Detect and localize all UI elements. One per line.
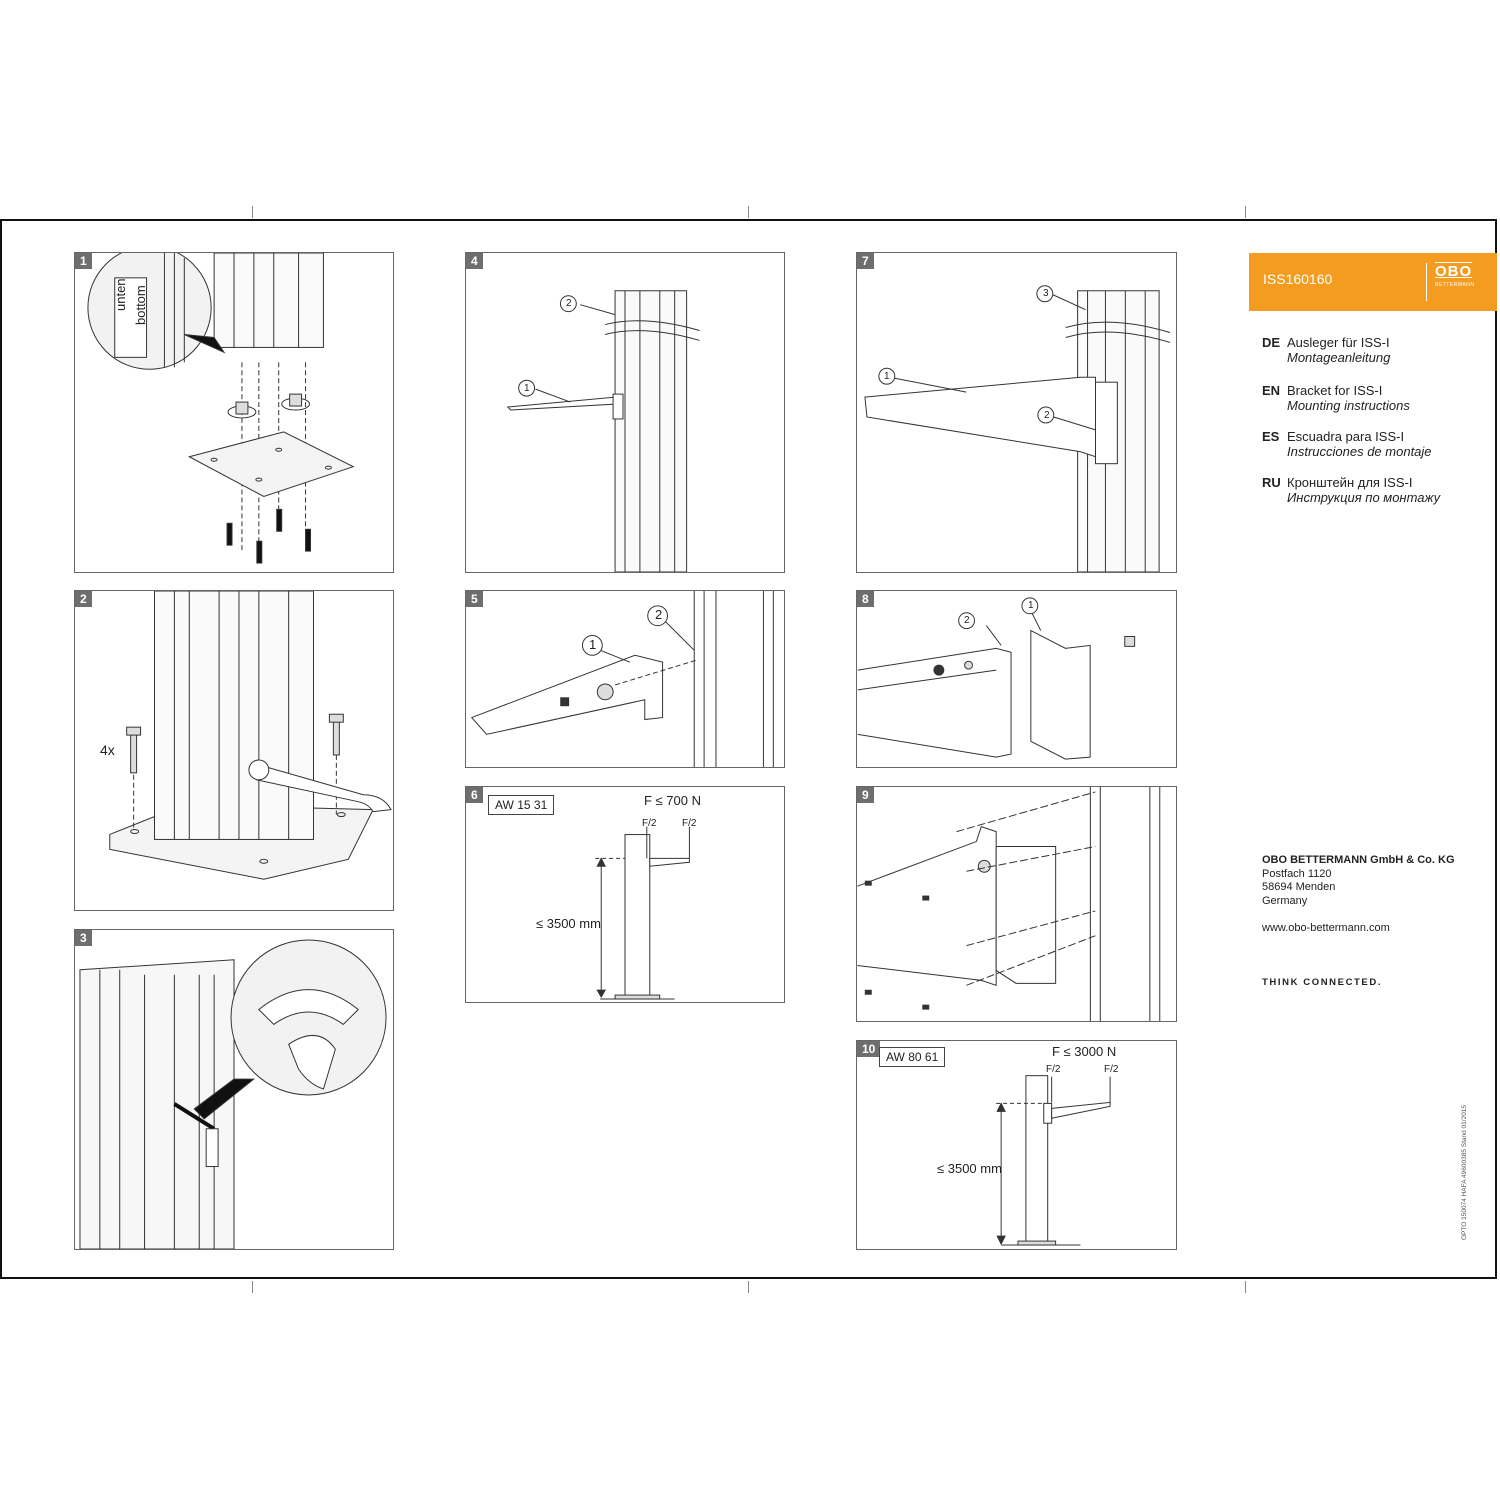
lang-subtitle: Mounting instructions: [1287, 398, 1410, 413]
lang-title: Escuadra para ISS-I: [1287, 429, 1405, 444]
lang-code: EN: [1262, 383, 1281, 398]
label-bottom: bottom: [133, 285, 148, 325]
force-label: F ≤ 700 N: [644, 793, 701, 808]
lang-subtitle: Instrucciones de montaje: [1287, 444, 1432, 459]
half-force-left: F/2: [1046, 1064, 1061, 1075]
half-force-left: F/2: [642, 818, 657, 829]
lang-title: Ausleger für ISS-I: [1287, 335, 1390, 350]
callout-3: 3: [1043, 288, 1049, 299]
step-number: 3: [75, 930, 92, 946]
lang-code: DE: [1262, 335, 1281, 350]
product-code: ISS160160: [1263, 271, 1333, 287]
step-8-panel: 8 2 1: [856, 590, 1177, 768]
step-4-panel: 4 2 1: [465, 252, 785, 573]
step-8-illustration: [857, 597, 1136, 760]
address-line: Germany: [1262, 894, 1308, 907]
height-label: ≤ 3500 mm: [536, 916, 601, 931]
callout-1: 1: [524, 383, 530, 394]
lang-title: Кронштейн для ISS-I: [1287, 475, 1413, 490]
article-code-box: AW 80 61: [879, 1047, 946, 1067]
step-5-illustration: [470, 591, 774, 767]
step-number: 4: [466, 253, 483, 269]
step-number: 2: [75, 591, 92, 607]
lang-subtitle: Montageanleitung: [1287, 350, 1391, 365]
step-9-panel: 9: [856, 786, 1177, 1022]
half-force-right: F/2: [1104, 1064, 1119, 1075]
slogan: THINK CONNECTED.: [1262, 977, 1383, 988]
callout-1: 1: [589, 637, 597, 652]
step-number: 10: [857, 1041, 881, 1057]
trim-mark: [252, 206, 253, 218]
step-3-panel: 3: [74, 929, 394, 1250]
quantity-label: 4x: [100, 742, 115, 758]
company-name: OBO BETTERMANN GmbH & Co. KG: [1262, 854, 1455, 866]
step-7-illustration: [864, 285, 1171, 572]
step-2-panel: 2 4x: [74, 590, 394, 911]
callout-2: 2: [964, 615, 970, 626]
company-address: OBO BETTERMANN GmbH & Co. KG Postfach 11…: [1262, 854, 1455, 908]
step-7-panel: 7 1 3 2: [856, 252, 1177, 573]
force-label: F ≤ 3000 N: [1052, 1044, 1117, 1059]
half-force-right: F/2: [682, 818, 697, 829]
step-10-diagram: [996, 1075, 1111, 1246]
lang-subtitle: Инструкция по монтажу: [1287, 490, 1441, 505]
step-number: 6: [466, 787, 483, 803]
trim-mark: [748, 1281, 749, 1293]
trim-mark: [748, 206, 749, 218]
step-4-illustration: [506, 290, 700, 572]
label-unten: unten: [113, 278, 128, 311]
step-number: 5: [466, 591, 483, 607]
trim-mark: [1245, 206, 1246, 218]
step-1-panel: 1 unten bottom: [74, 252, 394, 573]
lang-code: RU: [1262, 475, 1281, 490]
callout-1: 1: [1028, 600, 1034, 611]
lang-code: ES: [1262, 429, 1280, 444]
callout-2: 2: [566, 298, 572, 309]
article-code-box: AW 15 31: [488, 795, 555, 815]
step-6-diagram: [595, 826, 690, 1000]
step-10-panel: 10 AW 80 61 F ≤ 3000 N F/2 F/2 ≤ 3500 mm: [856, 1040, 1177, 1250]
website-link[interactable]: www.obo-bettermann.com: [1262, 922, 1390, 934]
address-line: Postfach 1120: [1262, 867, 1332, 880]
step-9-illustration: [857, 787, 1161, 1021]
callout-2: 2: [1044, 410, 1050, 421]
lang-title: Bracket for ISS-I: [1287, 383, 1383, 398]
trim-mark: [252, 1281, 253, 1293]
step-number: 8: [857, 591, 874, 607]
address-line: 58694 Menden: [1262, 881, 1336, 893]
height-label: ≤ 3500 mm: [937, 1161, 1002, 1176]
document-reference: OPTO 150074 HAFA 49600385 Stand 01/2015: [1461, 1104, 1468, 1240]
product-header: ISS160160 OBO BETTERMANN: [1249, 253, 1497, 311]
step-3-illustration: [79, 939, 387, 1249]
step-number: 1: [75, 253, 92, 269]
step-1-illustration: [87, 253, 355, 564]
callout-2: 2: [655, 607, 663, 622]
step-5-panel: 5 1 2: [465, 590, 785, 768]
trim-mark: [1245, 1281, 1246, 1293]
step-2-illustration: [109, 591, 392, 880]
callout-1: 1: [884, 371, 890, 382]
obo-logo: OBO BETTERMANN: [1426, 263, 1483, 301]
step-number: 7: [857, 253, 874, 269]
step-number: 9: [857, 787, 874, 803]
step-6-panel: 6 AW 15 31 F ≤ 700 N F/2 F/2 ≤ 3500 mm: [465, 786, 785, 1003]
